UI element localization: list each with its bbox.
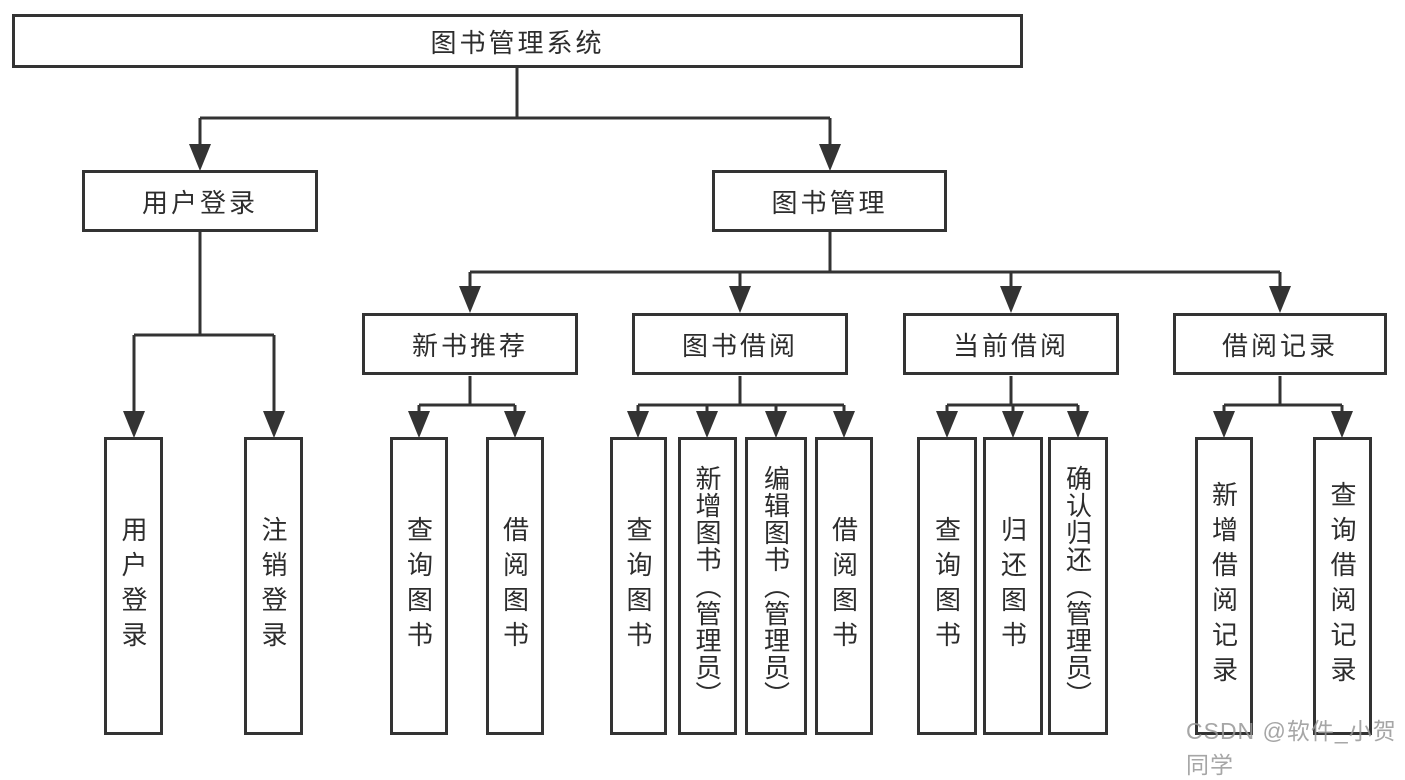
node-book-management: 图书管理 (712, 170, 947, 232)
node-leaf-query-borrow-record: 查询借阅记录 (1313, 437, 1372, 735)
node-new-book-recommend: 新书推荐 (362, 313, 578, 375)
connector-current-borrow (945, 376, 1080, 413)
node-leaf-query-books-recommend: 查询图书 (390, 437, 448, 735)
connector-book-mgmt (468, 232, 1282, 288)
node-user-login-group: 用户登录 (82, 170, 318, 232)
csdn-watermark: CSDN @软件_小贺同学 (1186, 718, 1397, 778)
connector-book-borrow (636, 376, 846, 413)
node-leaf-add-borrow-record: 新增借阅记录 (1195, 437, 1253, 735)
node-leaf-return-books: 归还图书 (983, 437, 1043, 735)
connector-root (198, 68, 832, 146)
node-leaf-query-books-borrow: 查询图书 (610, 437, 667, 735)
node-leaf-add-book-admin: 新增图书（管理员） (678, 437, 737, 735)
node-borrow-records: 借阅记录 (1173, 313, 1387, 375)
node-book-borrowing: 图书借阅 (632, 313, 848, 375)
arrowheads (123, 144, 1353, 438)
node-leaf-borrow-books: 借阅图书 (815, 437, 873, 735)
node-leaf-user-login: 用户登录 (104, 437, 163, 735)
connector-user-login (132, 232, 276, 413)
node-leaf-logout: 注销登录 (244, 437, 303, 735)
connector-new-books (417, 376, 517, 413)
connector-borrow-records (1222, 376, 1344, 413)
node-leaf-query-books-current: 查询图书 (917, 437, 977, 735)
node-leaf-edit-book-admin: 编辑图书（管理员） (745, 437, 807, 735)
org-chart: 图书管理系统 用户登录 图书管理 新书推荐 图书借阅 当前借阅 借阅记录 用户登… (12, 14, 1396, 778)
connector-lines (123, 68, 1353, 438)
node-current-borrowing: 当前借阅 (903, 313, 1119, 375)
node-leaf-borrow-books-recommend: 借阅图书 (486, 437, 544, 735)
node-leaf-confirm-return-admin: 确认归还（管理员） (1048, 437, 1108, 735)
node-root-system: 图书管理系统 (12, 14, 1023, 68)
